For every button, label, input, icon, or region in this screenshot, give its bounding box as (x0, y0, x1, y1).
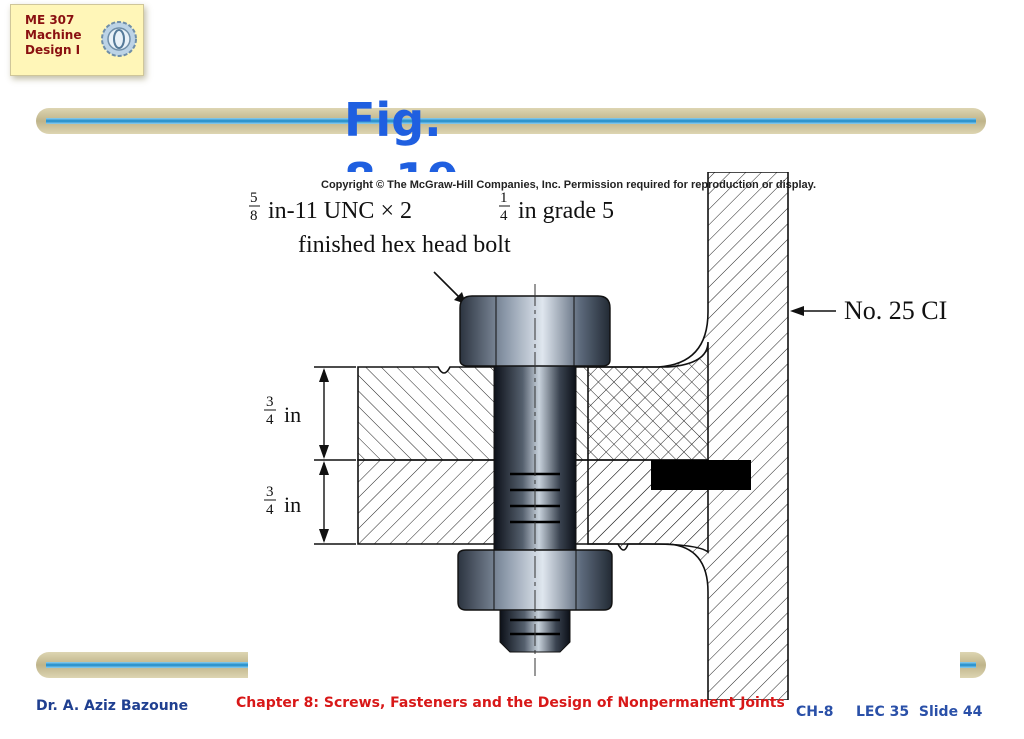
bolt-frac-num: 5 (250, 190, 258, 206)
bolt-spec-text: in-11 UNC × 2 (268, 198, 412, 224)
bolt-leader-line (433, 271, 463, 301)
top-divider-line (46, 118, 976, 124)
gear-icon (101, 21, 137, 57)
bolt-callout: 5 8 in-11 UNC × 2 1 4 in grade 5 finishe… (249, 190, 614, 258)
bolt-frac-den: 8 (250, 208, 258, 224)
dim-lower-unit: in (284, 492, 301, 517)
dim-upper-den: 4 (266, 412, 274, 428)
dim-upper-unit: in (284, 402, 301, 427)
ci-leader-arrowhead (790, 306, 804, 316)
dimension-lines (314, 366, 356, 545)
dimension-arrowheads (319, 368, 329, 543)
course-logo: ME 307 Machine Design I (10, 4, 144, 76)
top-divider-band (36, 108, 986, 134)
logo-line-2: Machine (25, 28, 82, 42)
slide-title-line-1: Fig. (344, 93, 442, 147)
dim-lower-num: 3 (266, 484, 274, 500)
dim-upper-num: 3 (266, 394, 274, 410)
bolt-grade-text: in grade 5 (518, 198, 614, 224)
dimension-labels: 3 4 in 3 4 in (264, 394, 301, 518)
bolt-len-den: 4 (500, 208, 508, 224)
ci-label: No. 25 CI (844, 296, 947, 325)
bolt-type-text: finished hex head bolt (298, 232, 511, 258)
footer-author: Dr. A. Aziz Bazoune (36, 698, 189, 714)
bolt-len-num: 1 (500, 190, 508, 206)
logo-line-1: ME 307 (25, 13, 75, 27)
copyright-notice: Copyright © The McGraw-Hill Companies, I… (321, 179, 816, 191)
black-insert (651, 460, 751, 490)
footer-chapter-code: CH-8 (796, 704, 834, 720)
dim-lower-den: 4 (266, 502, 274, 518)
footer-lecture-slide: LEC 35 Slide 44 (856, 704, 983, 720)
bolted-joint-drawing: Copyright © The McGraw-Hill Companies, I… (249, 172, 947, 700)
logo-line-3: Design I (25, 43, 81, 57)
course-logo-text: ME 307 Machine Design I (25, 13, 82, 58)
footer-chapter: Chapter 8: Screws, Fasteners and the Des… (236, 695, 784, 711)
nut (457, 549, 613, 611)
bolted-joint-figure: Copyright © The McGraw-Hill Companies, I… (248, 172, 960, 700)
